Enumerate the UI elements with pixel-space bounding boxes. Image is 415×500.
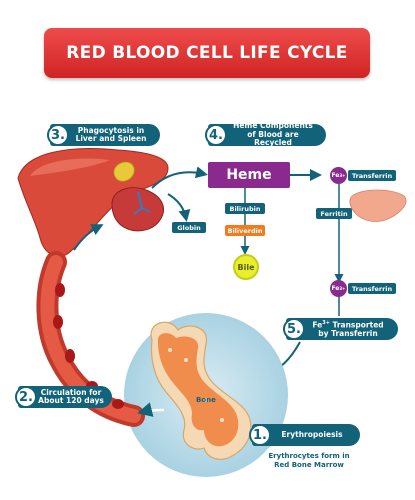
transferrin-top-label: Transferrin — [348, 170, 396, 181]
step-4-tab: Heme Components of Blood are Recycled — [208, 121, 326, 148]
red-blood-cell — [112, 399, 124, 409]
step-5-label: Fe3+ Transported by Transferrin — [286, 319, 398, 339]
spleen-illustration — [111, 187, 164, 232]
marrow-caption: Erythrocytes form in Red Bone Marrow — [268, 452, 350, 469]
step-5-number: 5. — [283, 318, 305, 340]
arrow-liver-to-heme — [151, 166, 208, 189]
title-banner: RED BLOOD CELL LIFE CYCLE — [44, 28, 370, 78]
step-1-number: 1. — [249, 424, 271, 446]
arrow-bone-to-vessel — [137, 402, 165, 417]
arrow-to-globin — [167, 193, 191, 222]
step-5-fe-sup: 3+ — [322, 320, 330, 327]
step-2-tab: Circulation for About 120 days — [18, 386, 112, 408]
fe-text: Fe — [331, 172, 340, 179]
liver-highlight — [30, 158, 110, 176]
gallbladder — [113, 161, 135, 182]
step-1-label: Erythropoiesis — [281, 429, 343, 439]
bilirubin-label: Bilirubin — [225, 203, 265, 214]
red-blood-cell — [65, 349, 75, 363]
step-2-label: Circulation for About 120 days — [38, 387, 104, 405]
red-blood-cell — [53, 315, 63, 329]
heme-box: Heme — [208, 162, 290, 188]
fe-text: Fe — [331, 285, 340, 292]
bone-label: Bone — [196, 396, 216, 404]
ferritin-label: Ferritin — [316, 208, 352, 219]
fe-sup: 3+ — [339, 173, 346, 178]
liver-small — [349, 189, 407, 222]
step-4-label: Heme Components of Blood are Recycled — [233, 121, 313, 148]
red-blood-cell — [55, 283, 65, 297]
step-3-number: 3. — [47, 124, 69, 146]
blood-vessel-inner — [40, 255, 141, 423]
globin-label: Globin — [172, 222, 206, 233]
step-2-number: 2. — [15, 386, 37, 408]
biliverdin-label: Biliverdin — [225, 225, 265, 236]
spleen-vessel — [133, 191, 151, 215]
bile-circle: Bile — [233, 254, 259, 280]
arrow-vessel-to-liver — [73, 224, 104, 251]
step-5-text: Transported by Transferrin — [318, 320, 384, 339]
transferrin-bottom-label: Transferrin — [348, 283, 396, 294]
step-4-number: 4. — [205, 124, 227, 146]
fe-sup: 3+ — [339, 286, 346, 291]
step-5-fe: Fe — [312, 320, 323, 330]
step-1-tab: Erythropoiesis — [252, 424, 360, 446]
page-title: RED BLOOD CELL LIFE CYCLE — [66, 43, 348, 63]
bone-marrow — [157, 333, 239, 447]
step-3-label: Phagocytosis in Liver and Spleen — [75, 125, 147, 143]
step-3-tab: Phagocytosis in Liver and Spleen — [50, 124, 160, 146]
step-5-tab: Fe3+ Transported by Transferrin — [286, 318, 398, 340]
